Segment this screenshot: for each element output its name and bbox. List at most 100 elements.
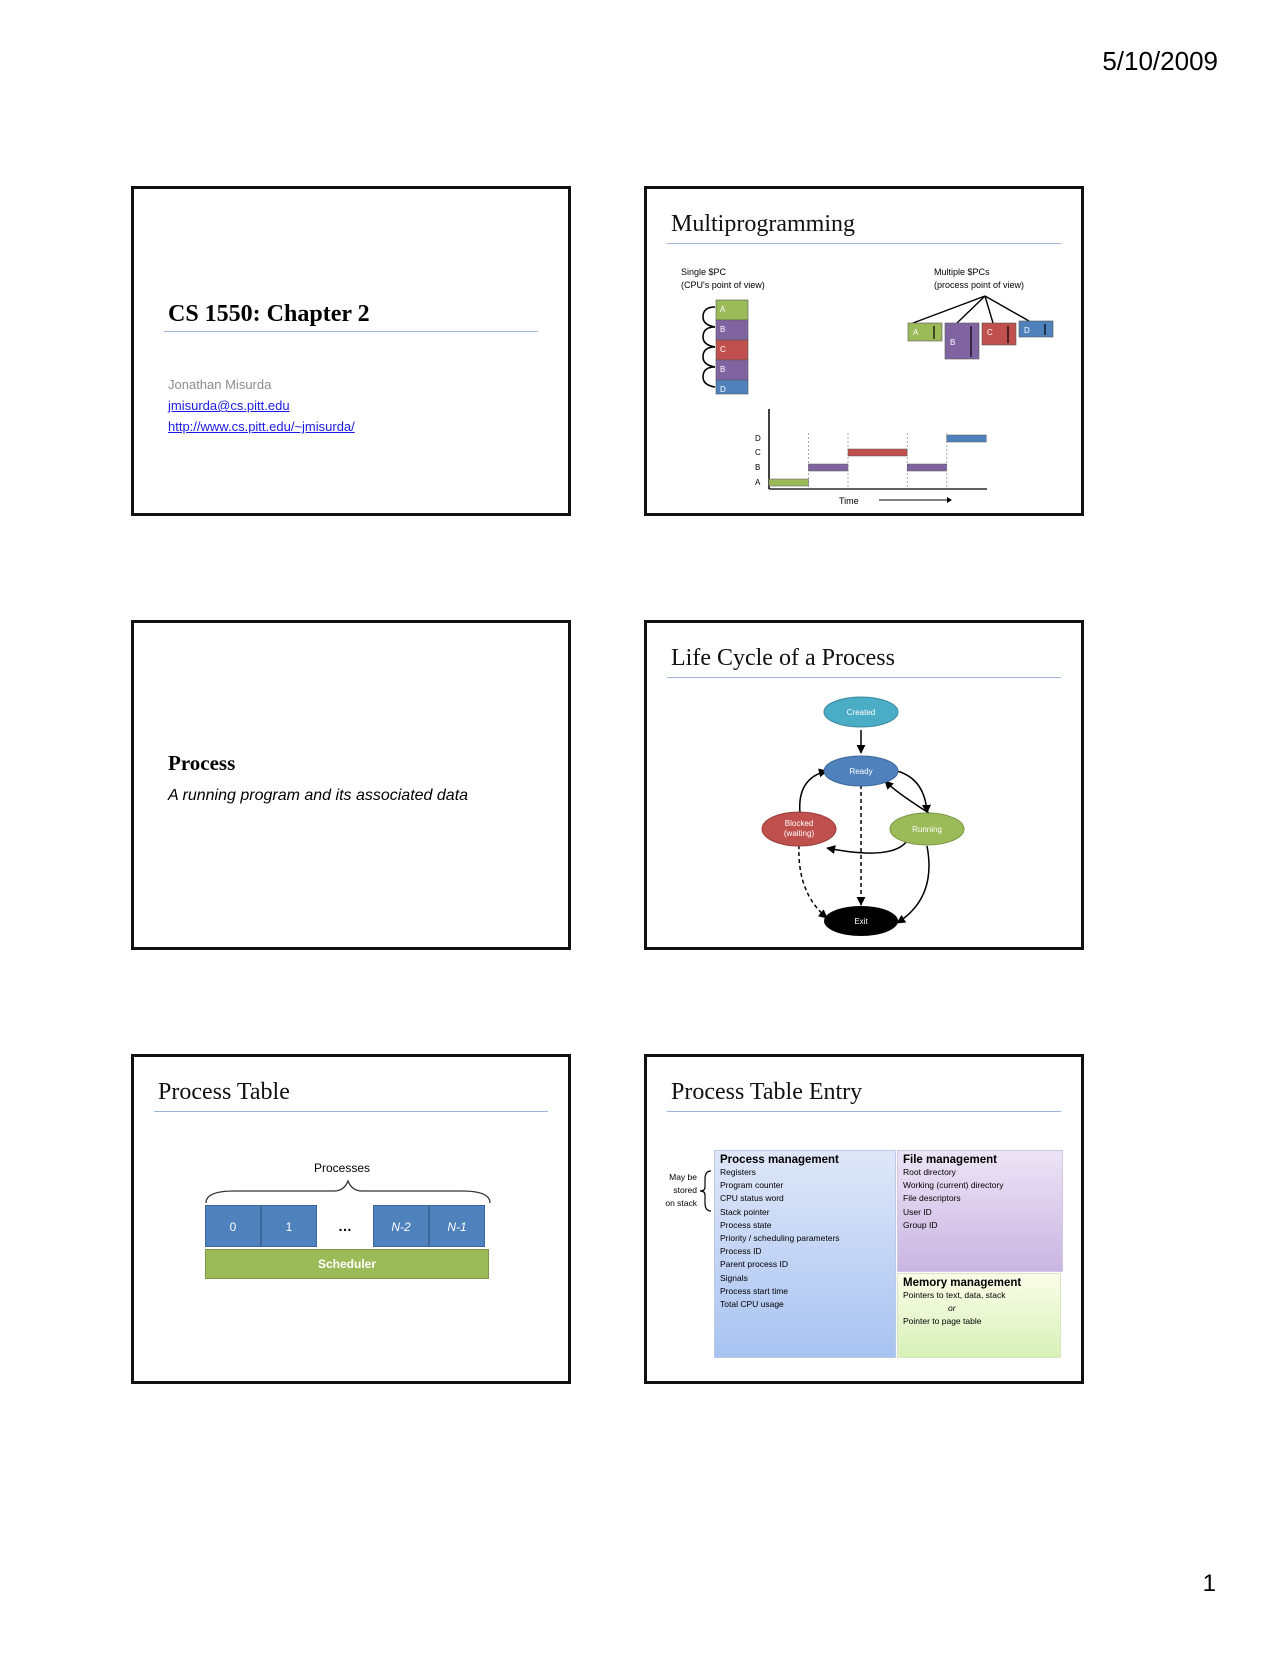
slide-heading: Process Table	[158, 1079, 290, 1105]
side-note-line: May be	[669, 1172, 697, 1182]
edge-blocked-ready	[799, 768, 828, 814]
author-email-link[interactable]: jmisurda@cs.pitt.edu	[168, 398, 290, 413]
list-item: Group ID	[903, 1219, 938, 1230]
process-box-label: C	[987, 328, 993, 337]
slide-title: CS 1550: Chapter 2 Jonathan Misurda jmis…	[131, 186, 571, 516]
processes-label: Processes	[313, 1161, 371, 1175]
list-item: Process start time	[720, 1285, 789, 1296]
heading-underline	[667, 1111, 1061, 1112]
stack-block-label: A	[720, 305, 726, 314]
term-definition: A running program and its associated dat…	[168, 787, 469, 804]
box-heading: Process management	[720, 1154, 839, 1166]
scheduler-bar: Scheduler	[205, 1249, 489, 1279]
loop-arrows-icon	[702, 306, 716, 388]
author-name: Jonathan Misurda	[168, 377, 272, 392]
state-exit	[824, 906, 898, 936]
state-running	[889, 812, 965, 846]
edge-running-exit	[896, 845, 930, 924]
stack-block-label: D	[720, 385, 726, 394]
timeline-segment	[768, 478, 809, 487]
box-heading: File management	[903, 1154, 997, 1166]
slide-life-cycle: Life Cycle of a Process Created Ready Bl…	[644, 620, 1084, 950]
state-blocked-sublabel: (waiting)	[784, 829, 815, 838]
list-item: CPU status word	[720, 1193, 784, 1204]
list-item: File descriptors	[903, 1193, 961, 1204]
brace-icon	[699, 1170, 712, 1212]
timeline-segment	[907, 463, 947, 472]
timeline-segment	[847, 448, 908, 457]
list-item: Total CPU usage	[720, 1299, 784, 1310]
list-item: Pointers to text, data, stack	[903, 1290, 1006, 1300]
list-item: Pointer to page table	[903, 1316, 982, 1327]
state-created	[823, 696, 899, 728]
list-item: Priority / scheduling parameters	[720, 1233, 840, 1244]
stack-block	[715, 379, 749, 395]
caption-line: Multiple $PCs	[934, 267, 990, 277]
timeline-y-label: C	[755, 448, 761, 457]
state-diagram: Created Ready Blocked (waiting) Running …	[761, 696, 965, 936]
process-slot: 1	[261, 1205, 317, 1247]
page-number: 1	[1202, 1570, 1216, 1597]
list-item: Program counter	[720, 1180, 784, 1191]
slide-process-table-entry: Process Table Entry May be stored on stack…	[644, 1054, 1084, 1384]
caption-line: Single $PC	[681, 267, 727, 277]
state-running-label: Running	[912, 825, 942, 834]
stack-block-label: B	[720, 325, 725, 334]
process-slot: 0	[205, 1205, 261, 1247]
edge-running-blocked	[826, 840, 908, 854]
list-item: Process state	[720, 1219, 772, 1230]
list-item: Stack pointer	[720, 1206, 770, 1217]
list-item: Root directory	[903, 1167, 956, 1177]
side-note-line: on stack	[665, 1198, 697, 1208]
timeline-segment	[946, 434, 987, 443]
term-heading: Process	[168, 751, 236, 775]
side-note-line: stored	[673, 1185, 697, 1195]
heading-underline	[667, 677, 1061, 678]
stack-block-label: B	[720, 365, 725, 374]
multiple-pcs-caption: Multiple $PCs (process point of view)	[934, 266, 1024, 292]
slide-heading: Multiprogramming	[671, 211, 855, 237]
state-ready-label: Ready	[849, 767, 872, 776]
timeline-y-label: B	[755, 463, 760, 472]
timeline-x-label: Time	[839, 496, 859, 506]
page-date: 5/10/2009	[1102, 46, 1218, 76]
box-heading: Memory management	[903, 1277, 1022, 1289]
slide-multiprogramming: Multiprogramming Single $PC (CPU's point…	[644, 186, 1084, 516]
list-item: User ID	[903, 1206, 932, 1217]
slide-process-definition: Process A running program and its associ…	[131, 620, 571, 950]
list-item: Process ID	[720, 1246, 762, 1257]
state-created-label: Created	[847, 708, 875, 717]
process-box-label: B	[950, 338, 955, 347]
caption-line: (process point of view)	[934, 280, 1025, 290]
slide-heading: Process Table Entry	[671, 1079, 863, 1105]
process-box-label: A	[913, 328, 919, 337]
author-homepage-link[interactable]: http://www.cs.pitt.edu/~jmisurda/	[168, 419, 355, 434]
memory-management-box: Memory management Pointers to text, data…	[897, 1273, 1061, 1358]
edge-running-ready	[884, 780, 930, 814]
title-underline	[164, 331, 538, 332]
state-ready	[823, 755, 899, 787]
edge-blocked-exit	[798, 844, 828, 919]
ellipsis-slot: …	[317, 1205, 373, 1247]
single-pc-caption: Single $PC (CPU's point of view)	[681, 266, 765, 292]
caption-line: (CPU's point of view)	[681, 280, 765, 290]
slide-heading: Life Cycle of a Process	[671, 645, 895, 671]
heading-underline	[667, 243, 1061, 244]
state-blocked-label: Blocked	[785, 819, 813, 828]
timeline-y-label: A	[755, 478, 761, 487]
state-blocked	[761, 811, 837, 847]
slide-title-heading: CS 1550: Chapter 2	[168, 301, 370, 327]
process-box	[944, 322, 980, 360]
fan-arrows-icon	[912, 295, 1030, 324]
timeline-segment	[808, 463, 849, 472]
list-item: or	[948, 1303, 956, 1314]
